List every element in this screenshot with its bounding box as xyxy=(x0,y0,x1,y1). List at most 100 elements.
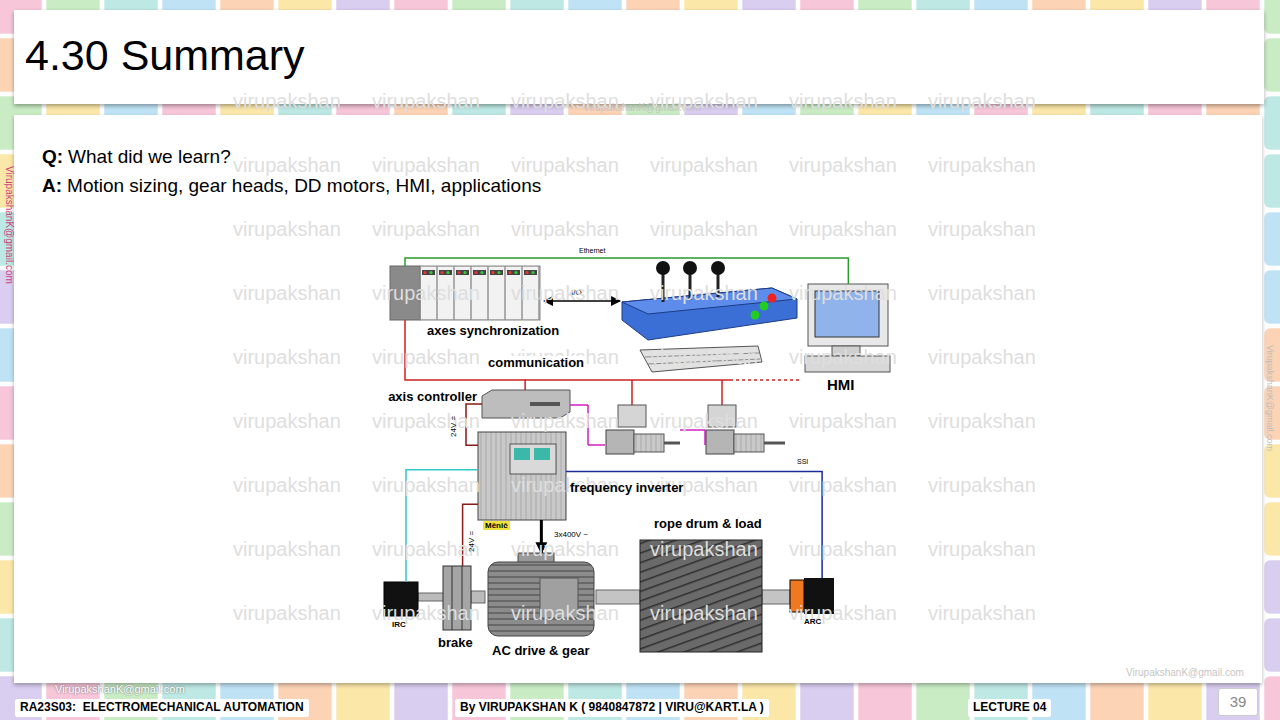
name-watermark: virupakshan xyxy=(789,282,897,305)
drawing-part xyxy=(534,448,550,460)
name-watermark: virupakshan xyxy=(928,154,1036,177)
name-watermark: virupakshan xyxy=(372,282,480,305)
device-label: IRC xyxy=(392,620,406,629)
drawing-part xyxy=(1264,270,1280,324)
drawing-part xyxy=(1264,502,1280,556)
device-label: rope drum & load xyxy=(654,517,762,532)
wire-label: 3x400V ~ xyxy=(553,530,589,539)
answer: Motion sizing, gear heads, DD motors, HM… xyxy=(67,175,541,197)
device-label: axis controller xyxy=(388,390,477,405)
motor-node: AC drive & gear xyxy=(484,553,596,639)
name-watermark: virupakshan xyxy=(789,346,897,369)
joystick-desk xyxy=(622,261,797,340)
name-watermark: virupakshan xyxy=(233,218,341,241)
course-code: RA23S03: ELECTROMECHANICAL AUTOMATION xyxy=(15,699,309,717)
name-watermark: virupakshan xyxy=(372,218,480,241)
drawing-part xyxy=(734,434,764,452)
drawing-part xyxy=(1264,560,1280,614)
drawing-part xyxy=(510,444,556,474)
drawing-part xyxy=(471,591,485,603)
drawing-part xyxy=(1264,618,1280,672)
name-watermark: virupakshan xyxy=(789,538,897,561)
name-watermark: virupakshan xyxy=(928,282,1036,305)
wire-label: 24V = xyxy=(467,531,476,552)
wire xyxy=(566,472,822,578)
drawing-part xyxy=(606,430,634,454)
name-watermark: virupakshan xyxy=(372,474,480,497)
drawing-part xyxy=(751,311,760,320)
drawing-part xyxy=(530,402,560,406)
name-watermark: virupakshan xyxy=(789,90,897,113)
name-watermark: virupakshan xyxy=(789,410,897,433)
device-label: axes synchronization xyxy=(427,324,559,339)
device-label: ARC xyxy=(804,617,821,626)
drawing-part xyxy=(596,590,640,604)
email-watermark: VirupakshanK@gmail.com xyxy=(4,166,16,284)
name-watermark: virupakshan xyxy=(372,538,480,561)
name-watermark: virupakshan xyxy=(650,154,758,177)
name-watermark: virupakshan xyxy=(372,90,480,113)
lecture-number: LECTURE 04 xyxy=(968,699,1051,717)
name-watermark: virupakshan xyxy=(511,218,619,241)
name-watermark: virupakshan xyxy=(789,218,897,241)
wire-label: Ethernet xyxy=(578,247,606,255)
drawing-part xyxy=(634,434,664,452)
name-watermark: virupakshan xyxy=(372,410,480,433)
wire-label: 24V = xyxy=(449,416,458,437)
label-q: Q: xyxy=(42,146,63,168)
question: What did we learn? xyxy=(68,146,231,168)
wire-label: communication xyxy=(487,356,585,371)
drawing-part xyxy=(618,405,646,427)
slide-title: 4.30 Summary xyxy=(25,31,305,80)
device-label: HMI xyxy=(827,376,855,393)
plc-node: axes synchronization xyxy=(390,266,540,320)
label-a: A: xyxy=(42,175,62,197)
name-watermark: virupakshan xyxy=(233,282,341,305)
email-watermark: VirupakshanK@gmail.com xyxy=(1126,667,1244,679)
drawing-part xyxy=(730,379,800,381)
brake-node: brake xyxy=(443,566,471,630)
drawing-part xyxy=(664,442,680,445)
name-watermark: virupakshan xyxy=(233,346,341,369)
rope-drum-node: rope drum & load xyxy=(640,540,762,652)
device-label: Měnič xyxy=(483,521,510,530)
drawing-part xyxy=(1264,154,1280,208)
name-watermark: virupakshan xyxy=(789,154,897,177)
name-watermark: virupakshan xyxy=(511,282,619,305)
name-watermark: virupakshan xyxy=(650,218,758,241)
drawing-part xyxy=(1264,444,1280,498)
name-watermark: virupakshan xyxy=(650,410,758,433)
arc-node: ARC xyxy=(790,578,834,614)
device-label: brake xyxy=(438,636,473,651)
drawing-part xyxy=(768,294,777,303)
keyboard xyxy=(640,346,762,372)
name-watermark: virupakshan xyxy=(789,474,897,497)
drawing-part xyxy=(1264,676,1280,720)
drawing-part xyxy=(514,448,530,460)
name-watermark: virupakshan xyxy=(233,154,341,177)
wire xyxy=(405,258,848,284)
name-watermark: virupakshan xyxy=(372,602,480,625)
drawing-part xyxy=(683,261,697,275)
inverter-node: Měničfrequency inverter xyxy=(478,432,566,520)
name-watermark: virupakshan xyxy=(233,538,341,561)
drawing-part xyxy=(1264,0,1280,34)
name-watermark: virupakshan xyxy=(650,602,758,625)
drawing-part xyxy=(640,346,762,372)
axis-controller-node: axis controller xyxy=(482,390,570,418)
drawing-part xyxy=(588,444,605,446)
drawing-part xyxy=(525,379,730,381)
name-watermark: virupakshan xyxy=(372,154,480,177)
drawing-part xyxy=(1264,96,1280,150)
name-watermark: virupakshan xyxy=(233,90,341,113)
drawing-part xyxy=(488,562,594,636)
drawing-part xyxy=(1264,38,1280,92)
drawing-part xyxy=(721,380,723,405)
name-watermark: virupakshan xyxy=(928,538,1036,561)
author-credit: By VIRUPAKSHAN K ( 9840847872 | VIRU@KAR… xyxy=(455,699,769,717)
name-watermark: virupakshan xyxy=(928,218,1036,241)
name-watermark: virupakshan xyxy=(928,602,1036,625)
name-watermark: virupakshan xyxy=(650,538,758,561)
device-label: AC drive & gear xyxy=(492,644,590,659)
